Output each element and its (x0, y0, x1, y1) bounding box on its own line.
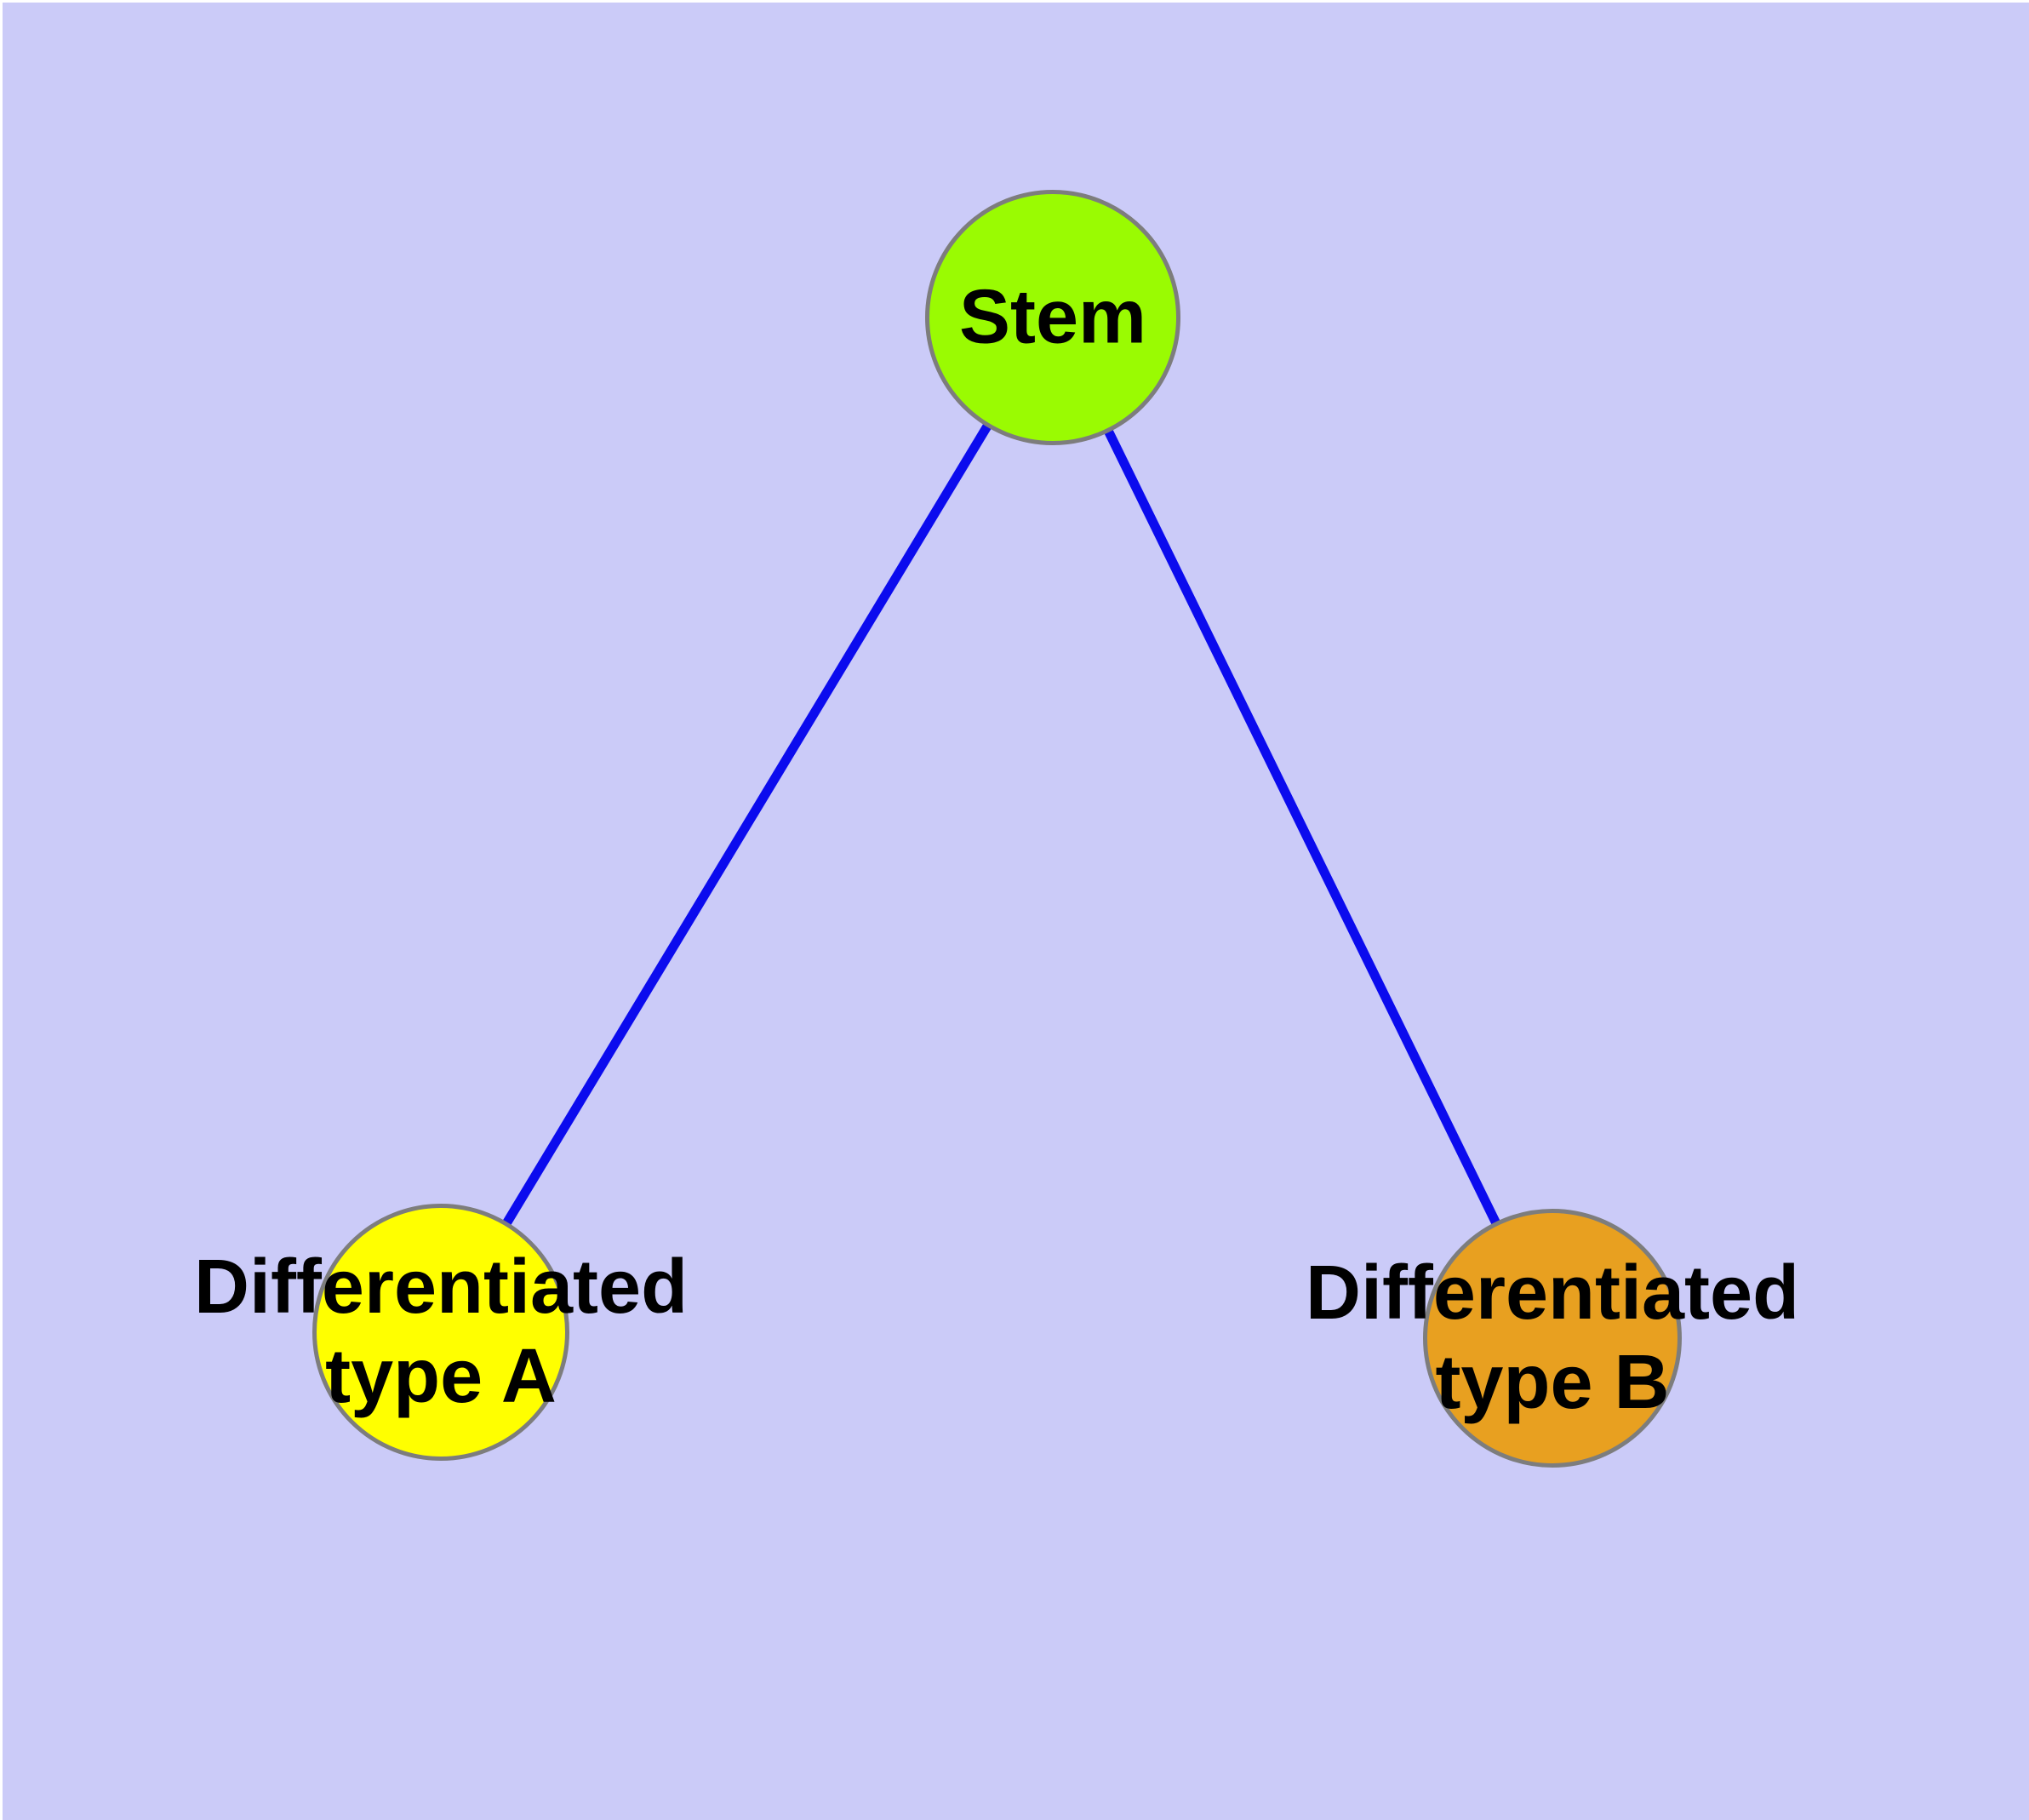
node-stem-label-text: Stem (958, 274, 1147, 360)
node-differentiated-type-a-label-line2: type A (325, 1334, 557, 1419)
edge-stem-to-type-b (1049, 315, 1557, 1341)
node-stem-label: Stem (959, 273, 1146, 363)
screenshot-left-edge (0, 0, 3, 1820)
node-differentiated-type-a-label: Differentiated type A (194, 1243, 688, 1422)
node-differentiated-type-b-label: Differentiated type B (1306, 1249, 1799, 1428)
node-differentiated-type-a-label-line1: Differentiated (193, 1245, 689, 1330)
node-differentiated-type-b-label-line1: Differentiated (1305, 1251, 1800, 1336)
node-stem (925, 190, 1180, 445)
edge-stem-to-type-a (437, 315, 1057, 1335)
node-differentiated-type-b-label-line2: type B (1435, 1340, 1670, 1425)
node-differentiated-type-a (312, 1204, 569, 1461)
node-differentiated-type-b (1423, 1209, 1682, 1468)
screenshot-top-edge (0, 0, 2029, 3)
